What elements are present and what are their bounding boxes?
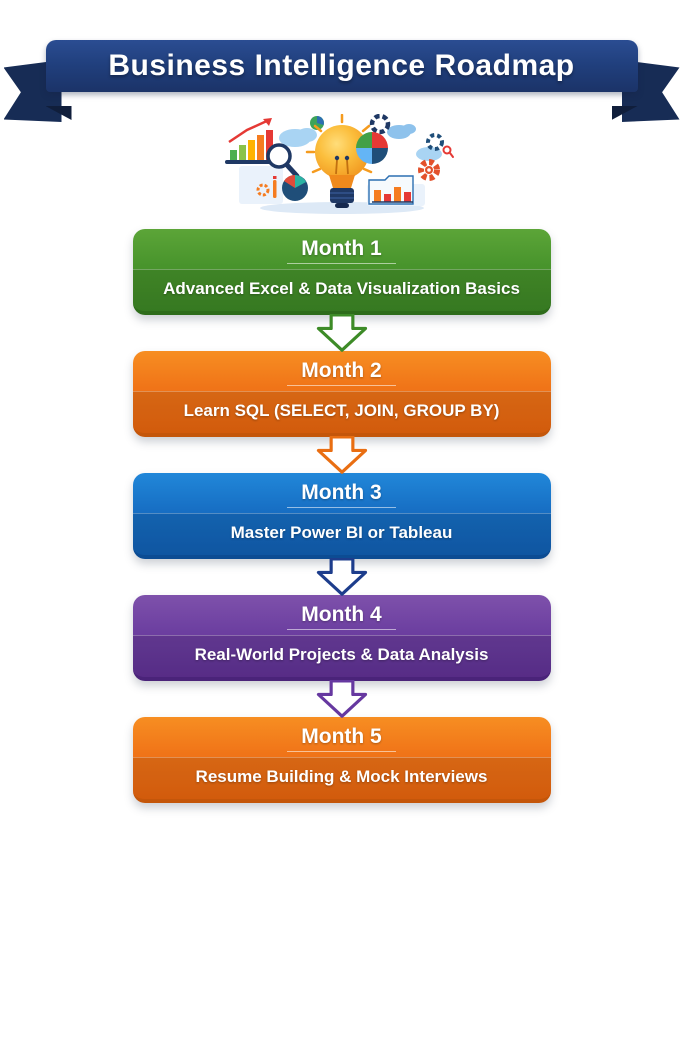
lightbulb-icon [305, 113, 378, 208]
step-month-title: Month 4 [287, 603, 396, 630]
down-arrow-icon [133, 558, 551, 596]
pie-chart-icon [355, 132, 388, 164]
step-label: Advanced Excel & Data Visualization Basi… [163, 279, 520, 298]
bi-concept-illustration [212, 113, 472, 221]
step-month-title: Month 1 [287, 237, 396, 264]
step-label: Learn SQL (SELECT, JOIN, GROUP BY) [183, 401, 500, 420]
magnifier-icon [265, 143, 299, 179]
step-label: Resume Building & Mock Interviews [195, 767, 488, 786]
step-month-title: Month 2 [287, 359, 396, 386]
pie-chart-icon [281, 174, 308, 201]
bar-chart-icon [367, 175, 414, 205]
down-arrow-icon [133, 314, 551, 352]
step-month-3: Month 3 Master Power BI or Tableau [132, 473, 551, 559]
roadmap: Month 1 Advanced Excel & Data Visualizat… [132, 229, 551, 803]
page-title: Business Intelligence Roadmap [108, 49, 575, 82]
trend-arrow-icon [227, 118, 272, 144]
step-month-title: Month 5 [287, 725, 396, 752]
down-arrow-icon [133, 680, 551, 718]
step-label: Master Power BI or Tableau [230, 523, 453, 542]
step-month-title: Month 3 [287, 481, 396, 508]
gear-icon [417, 159, 440, 181]
magnifier-icon [442, 145, 454, 158]
pie-chart-icon [309, 116, 324, 130]
title-ribbon: Business Intelligence Roadmap [3, 40, 680, 122]
step-month-5: Month 5 Resume Building & Mock Interview… [132, 717, 551, 803]
step-month-1: Month 1 Advanced Excel & Data Visualizat… [132, 229, 551, 315]
step-label: Real-World Projects & Data Analysis [194, 645, 489, 664]
step-month-4: Month 4 Real-World Projects & Data Analy… [132, 595, 551, 681]
gear-icon [369, 113, 444, 151]
down-arrow-icon [133, 436, 551, 474]
gear-icon [256, 176, 276, 198]
step-month-2: Month 2 Learn SQL (SELECT, JOIN, GROUP B… [132, 351, 551, 437]
ribbon-band: Business Intelligence Roadmap [45, 40, 638, 92]
bar-chart-icon [224, 118, 279, 164]
